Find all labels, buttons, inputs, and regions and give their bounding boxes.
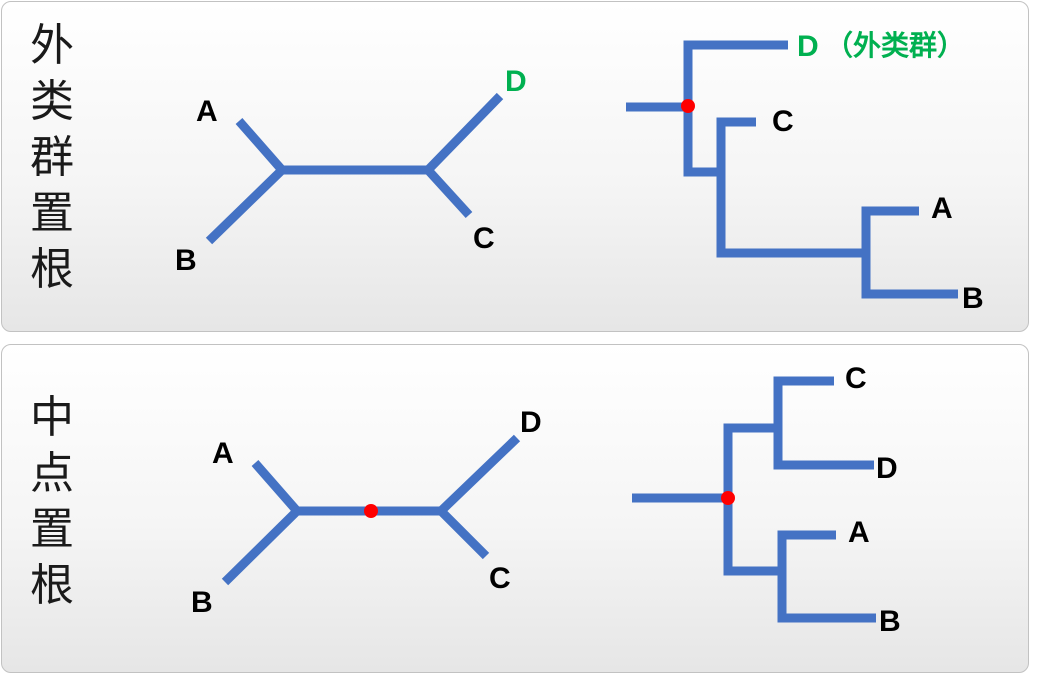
root-point	[681, 99, 695, 113]
leaf-label-a: A	[848, 516, 870, 549]
branch-d	[424, 92, 504, 174]
clade-c-bracket	[716, 117, 865, 258]
leaf-label-b: B	[191, 586, 213, 619]
clade-cd-bracket	[773, 376, 874, 470]
outgroup-rooting-panel	[1, 1, 1029, 332]
leaf-label-c: C	[845, 362, 867, 395]
leaf-label-c: C	[473, 222, 495, 255]
branch-c	[424, 166, 473, 219]
leaf-label-d: D	[520, 406, 542, 439]
leaf-label-a: A	[196, 95, 218, 128]
title-char: 外	[30, 20, 74, 71]
title-char: 置	[30, 188, 74, 239]
midpoint-root-point	[364, 504, 378, 518]
title-char: 根	[30, 560, 74, 611]
leaf-label-b: B	[962, 282, 984, 315]
leaf-label-a: A	[931, 192, 953, 225]
branch-a	[235, 118, 286, 173]
leaf-label-d-outgroup: D	[505, 65, 527, 98]
top-rooted-tree: D （外类群） C A B	[626, 29, 984, 315]
leaf-label-b: B	[175, 244, 197, 277]
title-char: 类	[30, 76, 74, 127]
branch-d	[437, 434, 521, 515]
bottom-unrooted-tree: A B D C	[191, 406, 542, 619]
root-point	[721, 491, 735, 505]
bottom-rooted-tree: C D A B	[632, 362, 901, 638]
title-char: 置	[30, 504, 74, 555]
title-char: 点	[30, 448, 74, 499]
outgroup-rooting-title: 外 类 群 置 根	[22, 18, 82, 298]
leaf-label-c: C	[772, 105, 794, 138]
leaf-label-d-outgroup: D	[797, 30, 819, 63]
branch-b	[205, 166, 286, 245]
midpoint-rooting-title: 中 点 置 根	[22, 390, 82, 614]
outgroup-note: （外类群）	[825, 29, 965, 61]
leaf-label-d: D	[876, 452, 898, 485]
branch-a	[251, 460, 301, 514]
leaf-label-c: C	[489, 562, 511, 595]
clade-ab-bracket	[861, 206, 958, 299]
clade-ab-bracket	[777, 530, 876, 623]
branch-b	[221, 507, 301, 586]
branch-c	[437, 507, 490, 560]
leaf-label-a: A	[212, 437, 234, 470]
title-char: 根	[30, 244, 74, 295]
leaf-label-b: B	[879, 605, 901, 638]
top-unrooted-tree: A B D C	[175, 65, 527, 277]
title-char: 群	[30, 132, 74, 183]
title-char: 中	[30, 392, 74, 443]
